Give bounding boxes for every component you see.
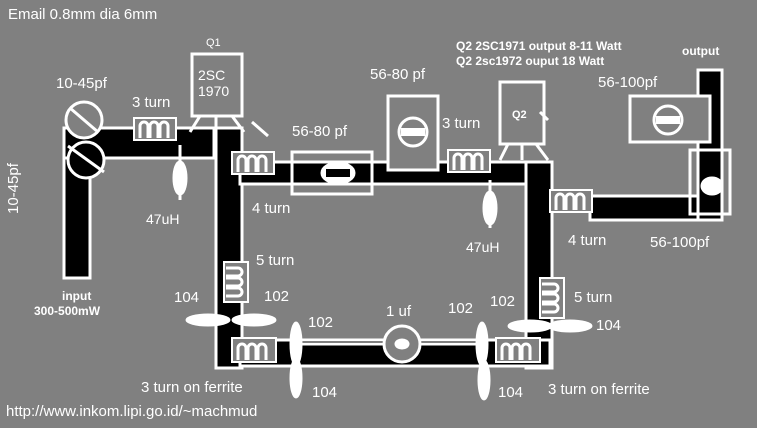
coil-3turn-left: [133, 117, 177, 141]
trimmer-mid-left-symbol: [290, 150, 374, 196]
rfc-left: [172, 145, 188, 200]
coil-5turn-left: [223, 261, 249, 303]
coil-3turn-mid-label: 3 turn: [442, 115, 481, 132]
cap-102-mid-left-label: 102: [308, 314, 334, 331]
q2-note-line1: Q2 2SC1971 output 8-11 Watt: [456, 39, 622, 53]
cap-104-right-label: 104: [596, 317, 622, 334]
coil-5turn-left-label: 5 turn: [256, 252, 295, 269]
rfc-right-label: 47uH: [466, 239, 500, 255]
cap-102-mid-right-label: 102: [448, 300, 474, 317]
rfc-right: [482, 180, 498, 228]
coil-4turn-left-label: 4 turn: [252, 200, 291, 217]
q1-label: Q1: [206, 37, 221, 49]
trimmer-input-top-symbol: [64, 100, 104, 140]
coil-3turn-left-label: 3 turn: [132, 94, 171, 111]
output-label: output: [682, 44, 720, 58]
trimmer-mid-right-symbol: [386, 94, 440, 172]
cap-102-left-label: 102: [264, 288, 290, 305]
trimmer-input-side-symbol: [66, 140, 106, 180]
trimmer-mid-right-label: 56-80 pf: [370, 66, 426, 83]
cap-1uf-symbol: [300, 324, 480, 364]
cap-102-right-label: 102: [490, 293, 516, 310]
cap-104-left-top-symbol: [185, 313, 231, 327]
coil-3turn-mid: [447, 149, 491, 173]
coil-5turn-right: [539, 277, 565, 319]
rfc-left-label: 47uH: [146, 211, 180, 227]
q1-part-line2: 1970: [198, 83, 230, 99]
cap-102-left-symbol: [231, 313, 277, 327]
cap-102-right-symbol: [507, 319, 553, 333]
trace-output-vertical: [696, 68, 724, 222]
trimmer-input-side-label: 10-45pf: [5, 163, 22, 214]
q2-note-line2: Q2 2sc1972 ouput 18 Watt: [456, 54, 605, 68]
trimmer-mid-left-label: 56-80 pf: [292, 123, 348, 140]
input-label: input: [62, 289, 92, 303]
coil-ferrite-right: [495, 337, 541, 363]
cap-104-left-top-label: 104: [174, 289, 200, 306]
email-note: Email 0.8mm dia 6mm: [8, 6, 158, 23]
cap-1uf-label: 1 uf: [386, 303, 412, 320]
q1-part-line1: 2SC: [198, 67, 226, 83]
coil-ferrite-left-label: 3 turn on ferrite: [141, 379, 243, 396]
coil-ferrite-right-label: 3 turn on ferrite: [548, 381, 650, 398]
footer-url[interactable]: http://www.inkom.lipi.go.id/~machmud: [6, 403, 258, 420]
cap-104-bottom-left-label: 104: [312, 384, 338, 401]
cap-104-bottom-right-label: 104: [498, 384, 524, 401]
trimmer-input-top-label: 10-45pf: [56, 75, 107, 92]
input-power-label: 300-500mW: [34, 304, 101, 318]
coil-ferrite-left: [231, 337, 277, 363]
coil-4turn-left: [231, 151, 275, 175]
coil-4turn-right: [549, 189, 593, 213]
trimmer-out-bottom-label: 56-100pf: [650, 234, 710, 251]
coil-4turn-right-label: 4 turn: [568, 232, 607, 249]
trimmer-out-top-symbol: [628, 94, 712, 144]
trimmer-out-bottom-symbol: [688, 148, 732, 216]
cap-104-right-symbol: [547, 319, 593, 333]
trace-right-vertical: [524, 160, 554, 370]
cap-104-bottom-left-symbol: [289, 357, 303, 399]
cap-104-bottom-right-symbol: [477, 359, 491, 401]
q2-label: Q2: [512, 109, 527, 121]
trimmer-out-top-label: 56-100pf: [598, 74, 658, 91]
q1-transistor: [188, 52, 269, 138]
coil-5turn-right-label: 5 turn: [574, 289, 613, 306]
q2-transistor: [498, 80, 550, 161]
